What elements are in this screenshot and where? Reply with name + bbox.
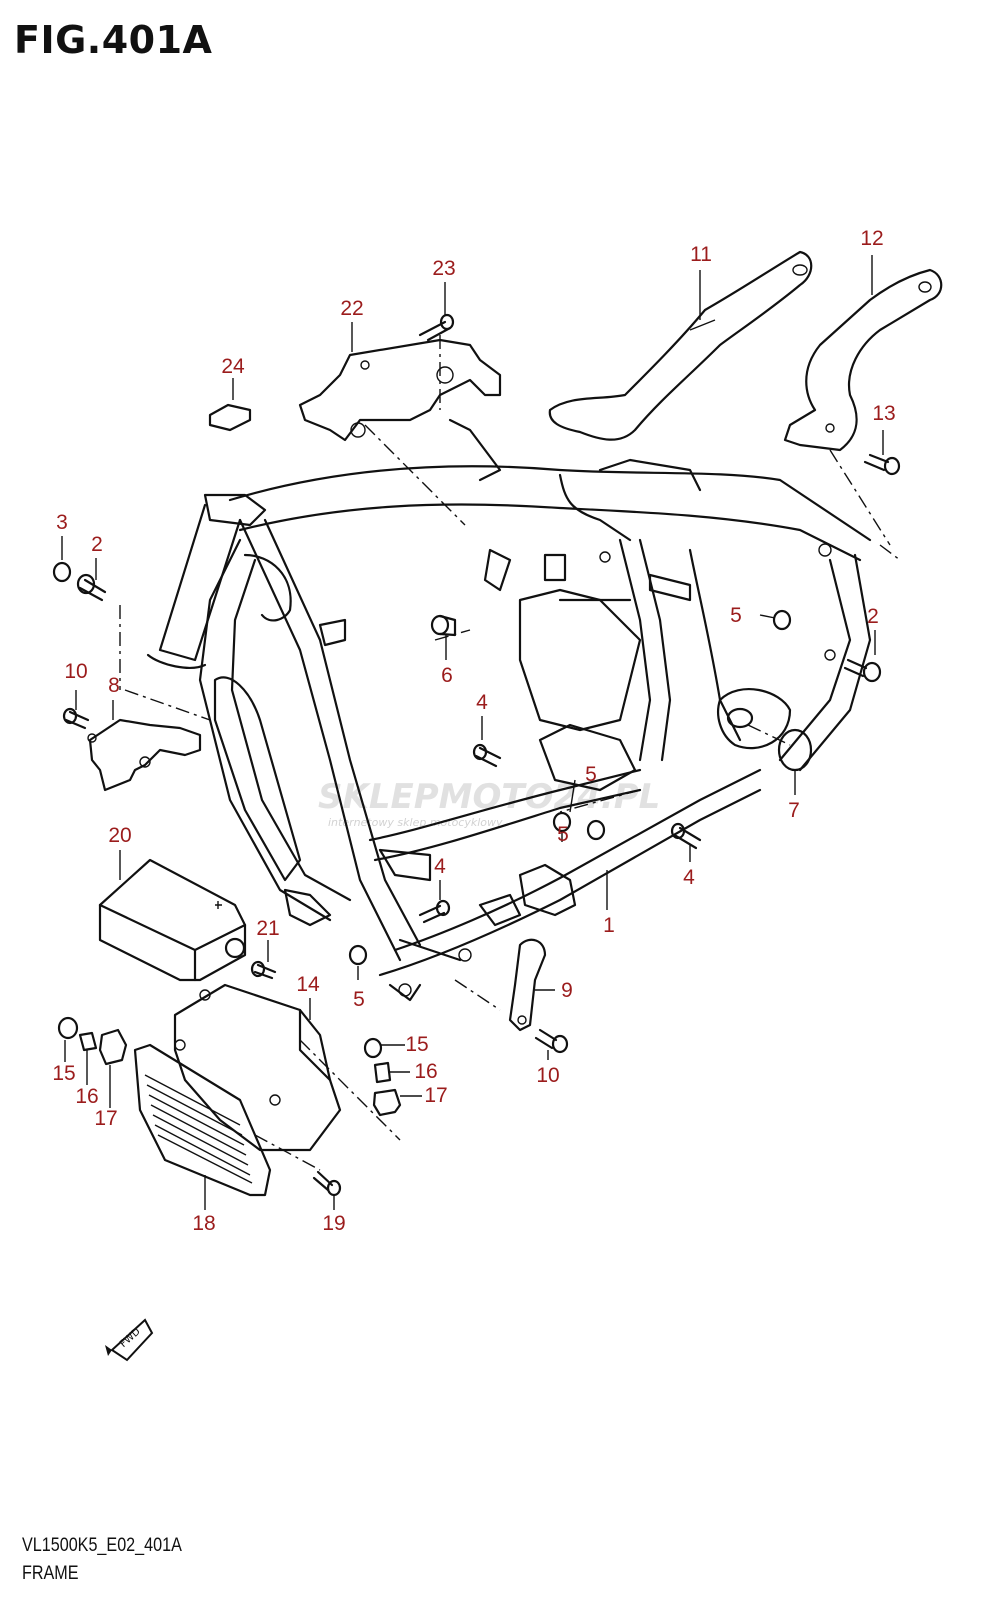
bolt-4-right-drawing (670, 822, 702, 850)
part-number-labels: 1 2 2 3 4 4 4 5 5 5 5 6 7 8 9 10 10 11 1… (52, 227, 895, 1235)
nut-3-drawing (52, 561, 72, 583)
part-label-14: 14 (296, 973, 320, 996)
part-label-16-left: 16 (75, 1085, 98, 1108)
part-label-5-center-top: 5 (585, 763, 597, 786)
part-label-18: 18 (192, 1212, 215, 1235)
bolt-23-drawing (418, 313, 455, 342)
bracket-12-drawing (783, 268, 943, 452)
part-label-5-lower: 5 (353, 988, 365, 1011)
part-label-9: 9 (561, 979, 573, 1002)
bolt-4-center-drawing (472, 743, 502, 768)
part-label-4-center: 4 (476, 691, 488, 714)
part-label-10-left: 10 (64, 660, 87, 683)
part-label-3: 3 (56, 511, 68, 534)
part-label-6: 6 (441, 664, 453, 687)
bracket-22-drawing (298, 338, 502, 442)
part-label-22: 22 (340, 297, 363, 320)
part-label-5-right: 5 (730, 604, 742, 627)
nut-5-lower-drawing (348, 944, 368, 966)
watermark-brand: SKLEPMOTO24.PL (318, 777, 660, 817)
bracket-9-drawing (508, 938, 547, 1032)
watermark: SKLEPMOTO24.PL internetowy sklep motocyk… (318, 777, 660, 829)
part-label-11: 11 (690, 243, 712, 266)
part-label-24: 24 (221, 355, 245, 378)
part-label-15-left: 15 (52, 1062, 75, 1085)
model-code: VL1500K5_E02_401A (22, 1535, 182, 1556)
grille-cover-18-drawing (133, 1043, 272, 1197)
figure-caption: FRAME (22, 1563, 79, 1584)
nut-5-center-drawing (552, 811, 572, 833)
part-label-12: 12 (860, 227, 883, 250)
rubber-24-drawing (208, 403, 252, 432)
cover-14-drawing (173, 983, 342, 1152)
part-label-21: 21 (256, 917, 279, 940)
part-label-15-right: 15 (405, 1033, 428, 1056)
bolt-4-lower-drawing (418, 899, 451, 924)
part-label-13: 13 (872, 402, 895, 425)
part-label-7: 7 (788, 799, 800, 822)
part-label-19: 19 (322, 1212, 345, 1235)
part-label-8: 8 (108, 674, 120, 697)
part-label-1: 1 (603, 914, 615, 937)
part-label-20: 20 (108, 824, 131, 847)
bracket-8-drawing (87, 718, 202, 792)
part-label-17-left: 17 (94, 1107, 117, 1130)
part-label-16-right: 16 (414, 1060, 437, 1083)
nut-5-right-drawing (772, 609, 792, 631)
bolt-19-drawing (312, 1170, 342, 1197)
bolt-2-left-drawing (76, 573, 107, 602)
leader-lines (61, 255, 884, 1210)
bolt-2-right-drawing (843, 658, 882, 683)
bolt-10-left-drawing (62, 707, 90, 730)
part-label-23: 23 (432, 257, 455, 280)
grommet-stack-left-drawing (57, 1016, 128, 1066)
bolt-13-drawing (863, 453, 901, 476)
cap-7-drawing (777, 728, 813, 772)
fwd-marker: FWD (105, 1318, 154, 1362)
assembly-dashed-lines (119, 335, 901, 1171)
nut-5-center2-drawing (586, 819, 606, 841)
part-label-4-right: 4 (683, 866, 695, 889)
main-frame-drawing (146, 418, 872, 1002)
part-label-2-right: 2 (867, 605, 879, 628)
battery-holder-20-drawing (98, 858, 247, 982)
bolt-10-right-drawing (534, 1028, 569, 1054)
part-label-10-right: 10 (536, 1064, 559, 1087)
bolt-21-drawing (250, 960, 277, 980)
grab-rail-11-drawing (548, 250, 813, 441)
figure-title: FIG.401A (14, 18, 213, 62)
part-label-17-right: 17 (424, 1084, 447, 1107)
part-label-4-lower: 4 (434, 855, 446, 878)
watermark-tagline: internetowy sklep motocyklowy (328, 816, 503, 829)
grommet-stack-right-drawing (363, 1037, 402, 1117)
plug-6-drawing (430, 614, 457, 637)
part-label-2-left: 2 (91, 533, 103, 556)
part-label-5-center: 5 (557, 823, 569, 846)
